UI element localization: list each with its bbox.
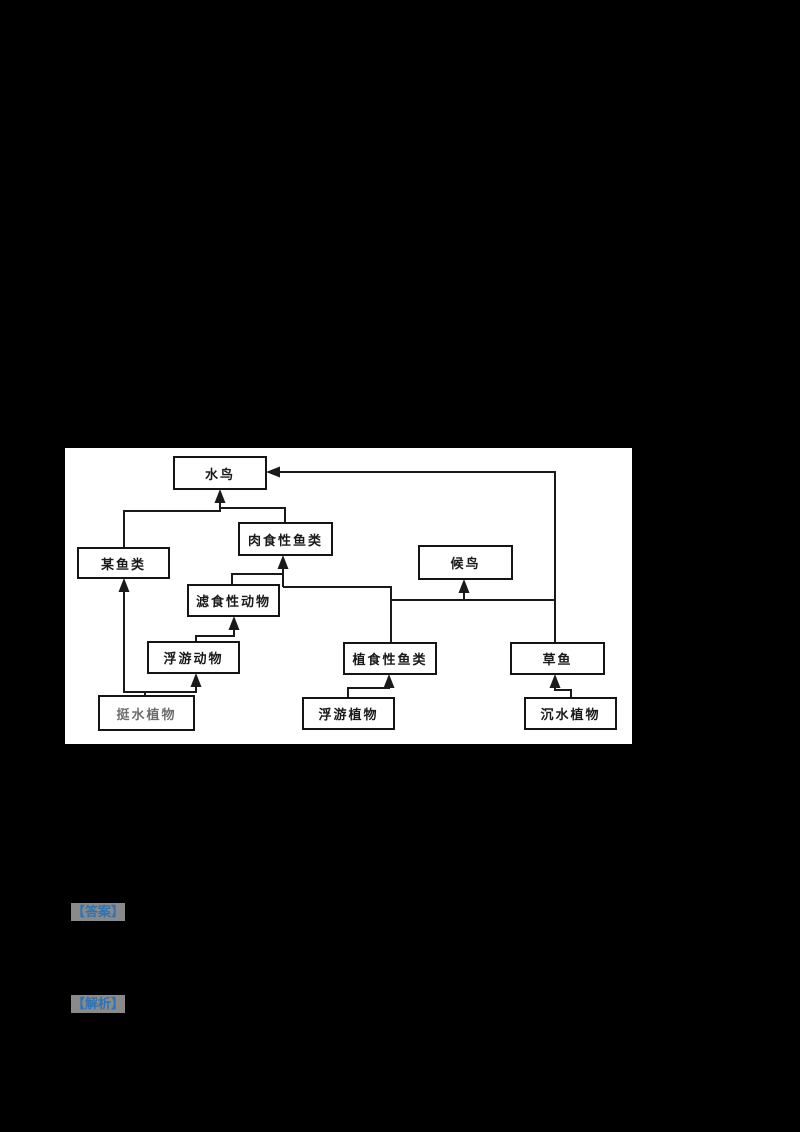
node-migratory-bird-label: 候鸟 [450, 556, 481, 571]
node-zooplankton: 浮游动物 [147, 641, 240, 674]
answer-label: 【答案】 [71, 903, 126, 921]
node-grass-carp: 草鱼 [510, 642, 605, 675]
node-zooplankton-label: 浮游动物 [163, 651, 224, 666]
node-emergent-plant: 挺水植物 [98, 695, 195, 731]
node-herbivorous-fish-label: 植食性鱼类 [352, 652, 428, 667]
food-web-arrows [118, 466, 572, 697]
node-certain-fish-label: 某鱼类 [100, 556, 146, 572]
node-grass-carp-label: 草鱼 [542, 652, 573, 667]
food-web-diagram-image: 水鸟 肉食性鱼类 某鱼类 候鸟 滤食性动物 浮游动物 植食性鱼类 草鱼 挺水植物… [65, 448, 632, 744]
arrow-heads [118, 466, 561, 688]
node-filter-feeding-animal-label: 滤食性动物 [195, 594, 271, 609]
node-submerged-plant: 沉水植物 [524, 697, 617, 730]
node-certain-fish: 某鱼类 [77, 547, 170, 579]
analysis-label: 【解析】 [71, 995, 126, 1013]
node-filter-feeding-animal: 滤食性动物 [187, 584, 280, 617]
node-carnivorous-fish-label: 肉食性鱼类 [247, 532, 323, 548]
node-phytoplankton-label: 浮游植物 [318, 707, 379, 722]
node-water-bird: 水鸟 [173, 456, 267, 490]
node-submerged-plant-label: 沉水植物 [540, 707, 601, 722]
node-water-bird-label: 水鸟 [204, 466, 235, 482]
node-migratory-bird: 候鸟 [418, 545, 513, 580]
node-emergent-plant-label: 挺水植物 [116, 706, 177, 722]
node-phytoplankton: 浮游植物 [302, 697, 395, 730]
node-herbivorous-fish: 植食性鱼类 [343, 642, 437, 675]
node-carnivorous-fish: 肉食性鱼类 [238, 522, 333, 556]
